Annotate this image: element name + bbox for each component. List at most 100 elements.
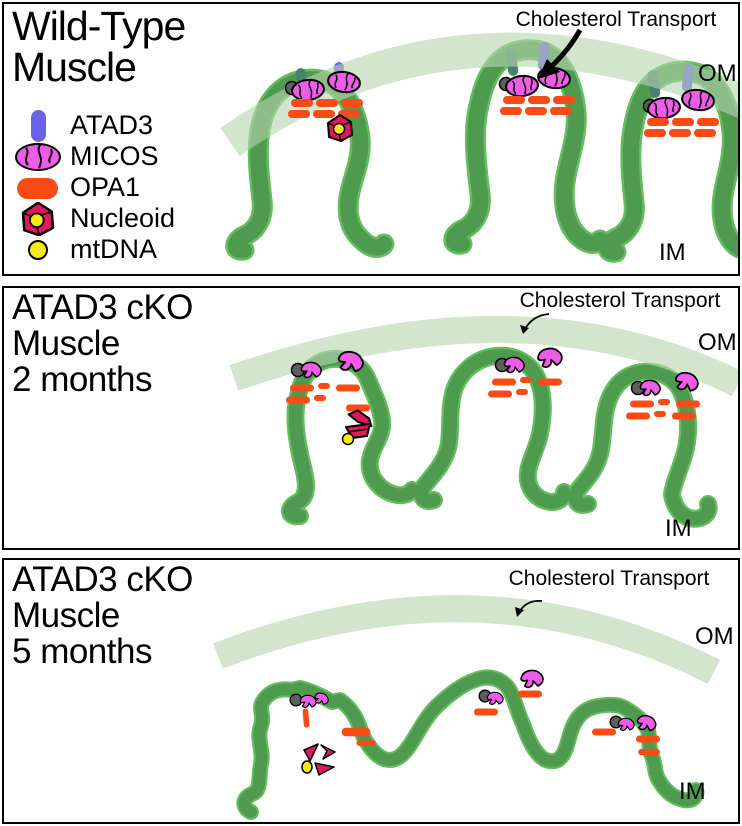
opa1-pill (474, 708, 498, 716)
opa1-pill (302, 708, 310, 728)
mtdna (341, 432, 355, 446)
opa1-stub (516, 389, 528, 395)
panel-wild-type: Wild-Type Muscle ATAD3 MICOS OPA1 N (2, 2, 740, 276)
opa1-pill (286, 396, 310, 404)
mtdna-icon (28, 239, 48, 260)
opa1-icon (17, 177, 58, 199)
panel-title: Wild-Type Muscle (12, 3, 186, 90)
micos-fragment (503, 356, 525, 374)
opa1-pill (550, 107, 572, 115)
om-label: OM (698, 60, 737, 87)
opa1-pill (525, 107, 547, 115)
opa1-pill (336, 384, 360, 392)
legend-label: mtDNA (70, 234, 157, 264)
cholesterol-transport-label: Cholesterol Transport (516, 8, 717, 31)
opa1-pill (313, 110, 335, 118)
om-label: OM (695, 623, 734, 650)
panel-cko-5-months: ATAD3 cKO Muscle 5 months (2, 558, 740, 824)
om-label: OM (698, 329, 737, 356)
opa1-pill (592, 728, 616, 736)
opa1-stub (318, 383, 330, 389)
micos-fragment (519, 668, 545, 689)
opa1-pill (669, 129, 691, 137)
opa1-pill (341, 99, 363, 107)
title-line: ATAD3 cKO (12, 560, 193, 599)
cholesterol-transport-label: Cholesterol Transport (520, 289, 721, 312)
legend-item-opa1: OPA1 (14, 172, 175, 203)
opa1-pill (500, 107, 522, 115)
opa1-stub (658, 399, 670, 405)
legend-label: MICOS (70, 141, 159, 171)
title-line: Muscle (12, 596, 120, 635)
legend-label: OPA1 (70, 172, 141, 202)
legend-item-atad3: ATAD3 (14, 109, 175, 142)
legend-item-mtdna: mtDNA (14, 234, 175, 265)
opa1-pill (291, 99, 313, 107)
diagram-cko-5-months: Cholesterol Transport OM IM (213, 567, 734, 820)
title-line: 2 months (12, 360, 152, 399)
cholesterol-arrow (538, 28, 583, 79)
im-label: IM (659, 239, 686, 266)
outer-membrane-band (229, 316, 738, 397)
im-label: IM (665, 515, 692, 542)
panel-title: ATAD3 cKO Muscle 2 months (12, 290, 193, 398)
diagram-wild-type: Cholesterol Transport OM IM (220, 8, 738, 266)
legend-label: Nucleoid (70, 203, 176, 233)
diagram-cko-2-months: Cholesterol Transport OM IM (229, 289, 738, 542)
micos-fragment (299, 694, 317, 708)
title-line: ATAD3 cKO (12, 288, 193, 327)
opa1-stub (654, 411, 666, 417)
inner-membrane (244, 677, 696, 820)
opa1-pill (694, 129, 716, 137)
opa1-pill (356, 740, 376, 746)
cholesterol-arrow (520, 313, 550, 334)
opa1-pill (528, 96, 550, 104)
micos-fragment (617, 717, 635, 731)
left-fragment-proteins (289, 691, 376, 776)
opa1-pill (503, 96, 525, 104)
opa1-pill (630, 400, 654, 408)
micos-fragment (300, 361, 322, 379)
title-line: Wild-Type (12, 3, 186, 49)
shattered-nucleoid (301, 743, 336, 776)
title-line: 5 months (12, 632, 152, 671)
opa1-stub (520, 377, 532, 383)
legend: ATAD3 MICOS OPA1 Nucleoid mtDNA (14, 109, 176, 265)
opa1-pill (626, 412, 650, 420)
opa1-pill (672, 412, 696, 420)
opa1-pill (316, 99, 338, 107)
title-line: Muscle (12, 324, 120, 363)
opa1-pill (644, 129, 666, 137)
panel-title: ATAD3 cKO Muscle 5 months (12, 562, 193, 670)
cholesterol-arrow (515, 600, 543, 617)
opa1-pill (492, 378, 516, 386)
legend-label: ATAD3 (70, 110, 154, 140)
cholesterol-transport-label: Cholesterol Transport (509, 567, 710, 590)
micos-fragment (639, 379, 661, 397)
opa1-pill (676, 400, 700, 408)
nucleoid-icon (21, 201, 55, 236)
opa1-pill (288, 110, 310, 118)
opa1-pill (636, 735, 660, 743)
opa1-pill (672, 118, 694, 126)
legend-item-nucleoid: Nucleoid (14, 201, 176, 236)
opa1-pill (697, 118, 719, 126)
outer-membrane-band (213, 595, 721, 685)
opa1-stub (314, 395, 326, 401)
micos-fragment (536, 345, 564, 369)
opa1-pill (518, 690, 542, 698)
opa1-pill (647, 118, 669, 126)
legend-item-micos: MICOS (14, 141, 175, 172)
title-line: Muscle (12, 44, 137, 90)
opa1-pill (553, 96, 575, 104)
opa1-pill (290, 384, 314, 392)
mtdna (301, 760, 313, 774)
opa1-pill (538, 378, 562, 386)
micos-fragment (486, 691, 504, 705)
micos-icon (15, 142, 61, 171)
im-label: IM (679, 778, 706, 805)
micos-complex (504, 73, 540, 99)
opa1-pill (488, 390, 512, 398)
panel-cko-2-months: ATAD3 cKO Muscle 2 months (2, 286, 740, 550)
